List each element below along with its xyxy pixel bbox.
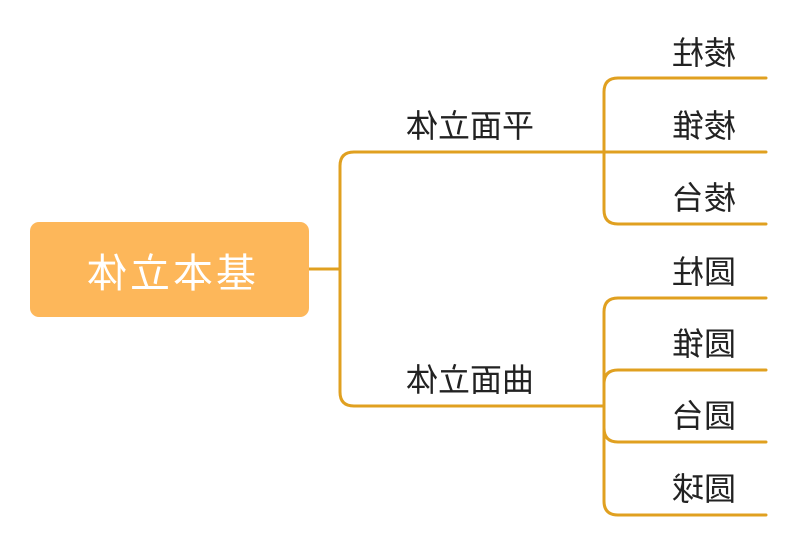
leaf-label-truncated-cone[interactable]: 圆台	[672, 397, 737, 435]
leaf-label-pyramid[interactable]: 棱锥	[672, 107, 737, 145]
connector-leaf-1	[602, 76, 768, 154]
leaf-label-prism[interactable]: 棱柱	[672, 34, 737, 72]
branch-label-planar[interactable]: 平面立体	[406, 107, 535, 145]
leaf-label-frustum[interactable]: 棱台	[672, 179, 737, 217]
branch-label-curved[interactable]: 曲面立体	[406, 361, 535, 399]
root-label: 基本立体	[83, 250, 256, 297]
leaf-label-cone[interactable]: 圆锥	[672, 325, 737, 363]
connector-trunk-upper	[338, 150, 606, 271]
connector-leaf-4	[602, 296, 768, 408]
connector-leaf-5	[602, 368, 768, 408]
leaf-label-cylinder[interactable]: 圆柱	[672, 253, 737, 291]
connector-leaf-7	[602, 404, 768, 517]
root-node[interactable]: 基本立体	[30, 222, 309, 317]
leaf-label-sphere[interactable]: 圆球	[672, 470, 737, 508]
connector-leaf-3	[602, 150, 768, 226]
connector-trunk-lower	[338, 267, 606, 408]
